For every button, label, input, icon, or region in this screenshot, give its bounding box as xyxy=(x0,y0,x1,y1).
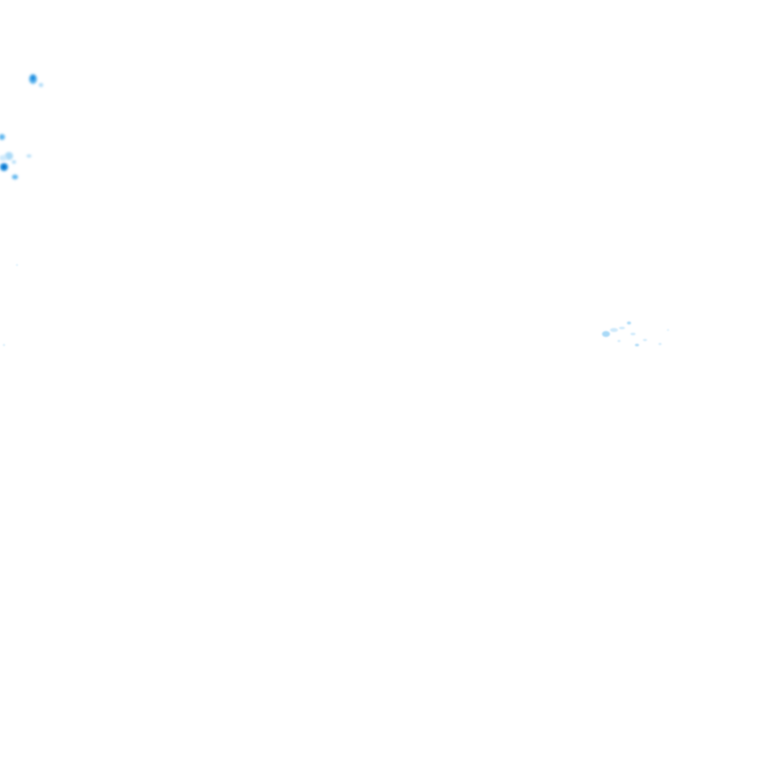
echo-blob xyxy=(0,134,5,140)
echo-blob xyxy=(658,343,662,345)
echo-speck xyxy=(3,344,5,346)
echo-blob xyxy=(30,75,36,81)
echo-blob xyxy=(26,154,32,158)
echo-blob xyxy=(12,174,18,180)
echo-blob xyxy=(602,331,610,337)
echo-blob xyxy=(38,83,44,87)
echo-blob xyxy=(0,155,7,161)
echo-blob xyxy=(610,328,618,332)
echo-cluster-northwest-a xyxy=(29,74,44,87)
echo-speck xyxy=(16,264,18,266)
echo-blob xyxy=(619,326,625,330)
echo-blob xyxy=(635,343,639,347)
echo-specks xyxy=(3,264,18,346)
echo-blob xyxy=(627,321,631,325)
echo-blob xyxy=(12,160,16,164)
echo-cluster-west-b xyxy=(0,134,32,180)
echo-blob xyxy=(2,165,6,169)
echo-cluster-east-c xyxy=(602,321,669,347)
echo-blob xyxy=(643,339,647,341)
echo-blob xyxy=(630,332,636,336)
echo-blob xyxy=(667,329,669,331)
echo-blob xyxy=(617,340,621,342)
